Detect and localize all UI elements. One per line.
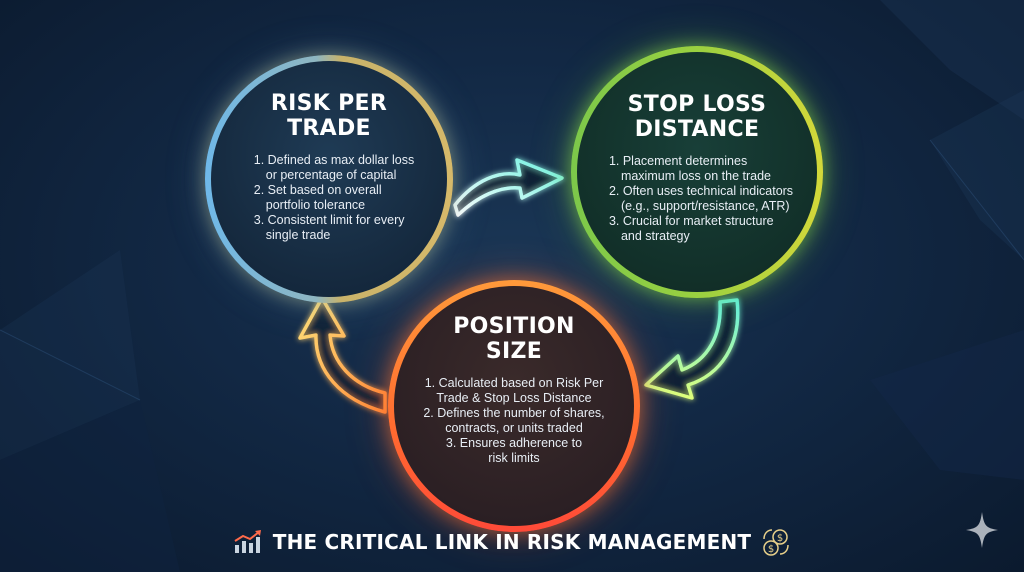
list-item: Trade & Stop Loss Distance — [436, 391, 592, 405]
list-item: portfolio tolerance — [265, 198, 366, 212]
risk-per-trade-circle: RISK PER TRADE 1. Defined as max dollar … — [205, 55, 453, 303]
list-item: 3. Crucial for market structure — [608, 214, 774, 228]
footer: THE CRITICAL LINK IN RISK MANAGEMENT $ $ — [0, 527, 1024, 557]
list-item: maximum loss on the trade — [620, 169, 771, 183]
list-item: 3. Consistent limit for every — [253, 213, 405, 227]
svg-text:$: $ — [777, 533, 783, 544]
growth-chart-icon — [234, 530, 261, 553]
list-item: and strategy — [620, 229, 690, 243]
footer-title: THE CRITICAL LINK IN RISK MANAGEMENT — [272, 530, 752, 554]
stop-loss-distance-circle: STOP LOSS DISTANCE 1. Placement determin… — [571, 46, 823, 298]
currency-exchange-icon: $ $ — [763, 529, 790, 556]
arrow-stop-to-position — [644, 298, 740, 400]
sparkle-icon — [966, 512, 998, 548]
risk-per-trade-title: RISK PER TRADE — [270, 91, 388, 141]
position-size-list: 1. Calculated based on Risk Per Trade & … — [423, 376, 604, 466]
list-item: 2. Often uses technical indicators — [608, 184, 794, 198]
list-item: risk limits — [488, 451, 540, 465]
list-item: 1. Placement determines — [608, 154, 748, 168]
list-item: contracts, or units traded — [445, 421, 583, 435]
list-item: or percentage of capital — [265, 168, 397, 182]
list-item: 2. Defines the number of shares, — [423, 406, 605, 420]
risk-per-trade-list: 1. Defined as max dollar loss or percent… — [254, 153, 415, 243]
list-item: 2. Set based on overall — [253, 183, 382, 197]
list-item: 1. Defined as max dollar loss — [253, 153, 415, 167]
position-size-circle: POSITION SIZE 1. Calculated based on Ris… — [388, 280, 640, 532]
list-item: (e.g., support/resistance, ATR) — [620, 199, 790, 213]
arrow-risk-to-stop — [453, 158, 564, 217]
stop-loss-distance-list: 1. Placement determines maximum loss on … — [609, 154, 793, 244]
arrow-position-to-risk — [298, 296, 387, 414]
position-size-title: POSITION SIZE — [453, 314, 575, 364]
svg-text:$: $ — [768, 544, 774, 555]
list-item: 3. Ensures adherence to — [445, 436, 583, 450]
stop-loss-distance-title: STOP LOSS DISTANCE — [627, 92, 767, 142]
list-item: single trade — [265, 228, 331, 242]
list-item: 1. Calculated based on Risk Per — [424, 376, 604, 390]
